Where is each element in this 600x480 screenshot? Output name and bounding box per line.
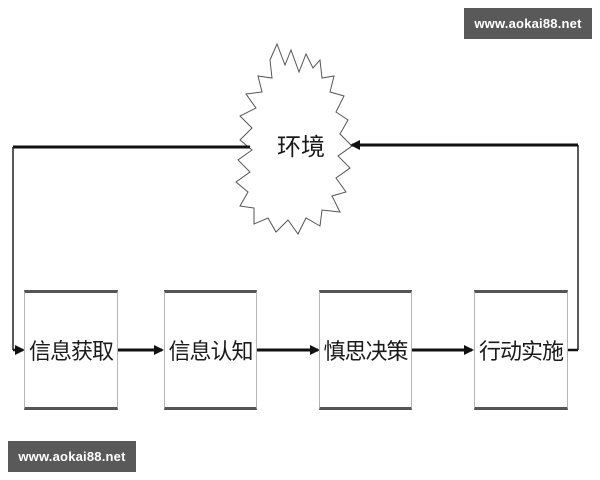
environment-label: 环境 <box>277 132 325 161</box>
step-label: 慎思决策 <box>323 340 408 365</box>
step-label: 信息认知 <box>168 340 253 365</box>
step-label: 行动实施 <box>478 340 564 365</box>
step-box-info-acquisition: 信息获取 <box>24 290 118 410</box>
step-box-info-cognition: 信息认知 <box>164 290 257 410</box>
step-box-deliberate-decision: 慎思决策 <box>319 290 412 410</box>
step-label: 信息获取 <box>28 340 114 365</box>
environment-starburst <box>235 42 353 235</box>
step-box-action-implementation: 行动实施 <box>474 290 568 410</box>
watermark-top: www.aokai88.net <box>464 8 592 39</box>
watermark-bottom: www.aokai88.net <box>8 441 136 472</box>
